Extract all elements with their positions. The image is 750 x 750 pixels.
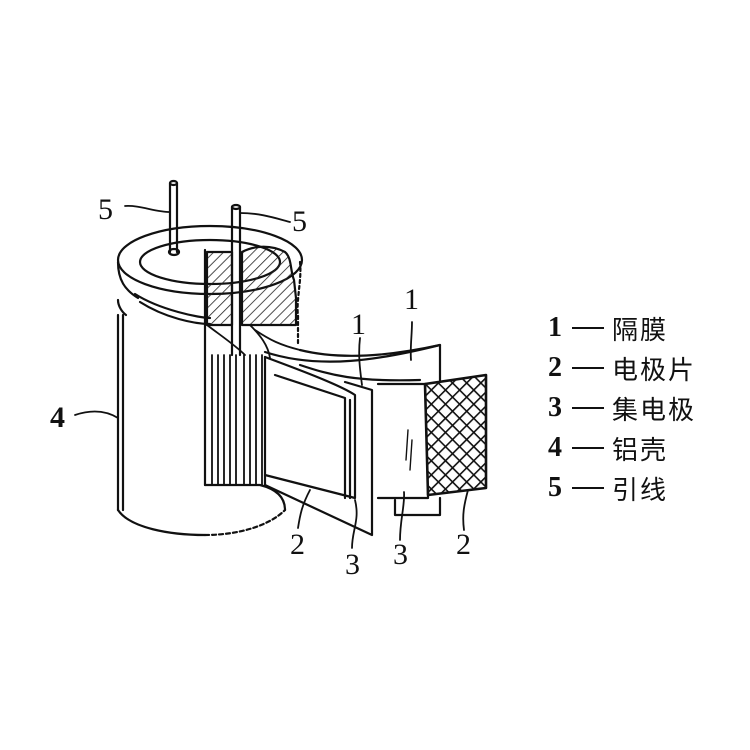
leader-lines	[74, 205, 469, 549]
legend-dash	[572, 367, 604, 369]
legend-dash	[572, 407, 604, 409]
legend: 1 隔膜 2 电极片 3 集电极 4 铝壳 5 引线	[548, 308, 696, 508]
legend-label: 集电极	[612, 395, 697, 426]
callout-5-lead-right: 5	[292, 205, 307, 238]
legend-item-lead-wire: 5 引线	[548, 468, 696, 508]
legend-item-collector: 3 集电极	[548, 388, 696, 428]
legend-label: 引线	[612, 475, 669, 506]
legend-label: 电极片	[612, 355, 697, 386]
rubber-seal	[205, 245, 298, 327]
legend-number: 3	[548, 392, 562, 423]
callout-2-electrode-right: 2	[456, 528, 471, 561]
legend-dash	[572, 327, 604, 329]
legend-item-separator: 1 隔膜	[548, 308, 696, 348]
callout-5-lead-left: 5	[98, 193, 113, 226]
legend-number: 4	[548, 432, 562, 463]
electrode-foil-left	[263, 355, 422, 537]
callout-2-electrode-left: 2	[290, 528, 305, 561]
callout-1-separator-outer: 1	[404, 283, 419, 316]
legend-number: 5	[548, 472, 562, 503]
legend-label: 隔膜	[612, 315, 669, 346]
legend-number: 2	[548, 352, 562, 383]
collector-foil-right	[376, 382, 430, 500]
legend-dash	[572, 487, 604, 489]
mesh-electrode	[423, 373, 488, 497]
lead-wires	[167, 179, 242, 357]
callout-3-collector-left: 3	[345, 548, 360, 581]
separator-outer	[263, 343, 442, 517]
callout-4-can: 4	[50, 401, 65, 434]
callout-3-collector-right: 3	[393, 538, 408, 571]
legend-item-electrode: 2 电极片	[548, 348, 696, 388]
legend-label: 铝壳	[612, 435, 669, 466]
legend-number: 1	[548, 312, 562, 343]
legend-dash	[572, 447, 604, 449]
callout-1-separator-inner: 1	[351, 308, 366, 341]
legend-item-aluminum-can: 4 铝壳	[548, 428, 696, 468]
wound-element	[206, 324, 301, 486]
